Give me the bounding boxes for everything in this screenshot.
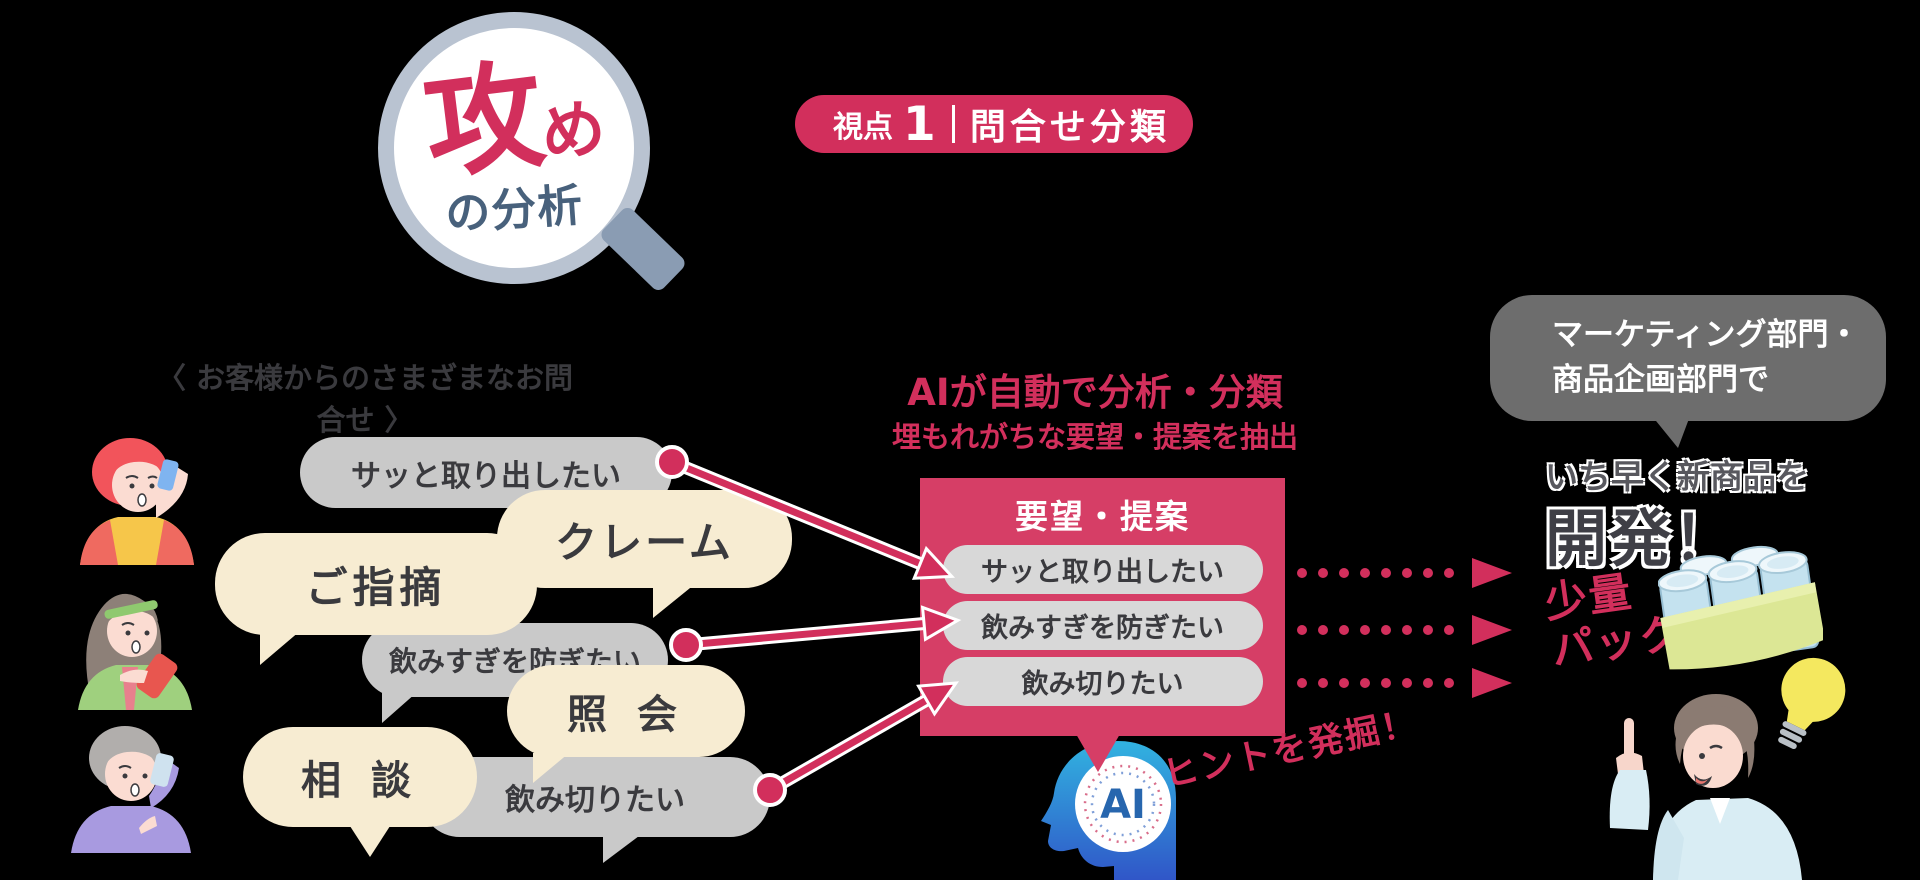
- section-banner: 視点 1 問合せ分類: [795, 95, 1193, 153]
- speech-bubble-consultation: 相 談: [243, 727, 477, 857]
- customers-heading: 〈 お客様からのさまざまなお問合せ 〉: [156, 361, 574, 437]
- product-cans-illustration: [1658, 545, 1823, 670]
- analysis-headline: AIが自動で分析・分類: [907, 371, 1283, 414]
- bubble-text: 相 談: [301, 758, 419, 804]
- department-line1: マーケティング部門・: [1552, 317, 1860, 354]
- department-bubble: マーケティング部門・ 商品企画部門で: [1490, 295, 1886, 421]
- analysis-pill: 飲み切りたい: [942, 657, 1263, 706]
- magnifier-word-small: め: [536, 91, 610, 173]
- outcome-lead-text: いち早く新商品を: [1545, 457, 1809, 496]
- analysis-subheadline: 埋もれがちな要望・提案を抽出: [891, 420, 1298, 454]
- analysis-pill: サッと取り出したい: [942, 545, 1263, 594]
- dotted-arrow-1: [1297, 558, 1512, 588]
- bubble-tail: [382, 693, 416, 723]
- arrow-prevent-overdrink: [669, 605, 962, 662]
- planner-illustration: [1609, 694, 1802, 880]
- magnifier-word-sub: の分析: [443, 177, 585, 241]
- magnifier-main-word: 攻 め: [417, 45, 610, 197]
- analysis-box-tail: [1076, 734, 1120, 772]
- analysis-result-box: 要望・提案 サッと取り出したい 飲みすぎを防ぎたい 飲み切りたい: [920, 478, 1285, 736]
- speech-bubble-claim: クレーム: [497, 490, 792, 618]
- analysis-pill: 飲みすぎを防ぎたい: [942, 601, 1263, 650]
- customer-woman-app-illustration: [78, 593, 192, 710]
- ai-label: AI: [1100, 782, 1146, 828]
- analysis-box-title: 要望・提案: [1015, 497, 1190, 536]
- bubble-text: クレーム: [555, 517, 734, 567]
- speech-bubble-inquiry: 照 会: [507, 665, 745, 783]
- bubble-text: 飲み切りたい: [505, 783, 685, 818]
- bubble-text: サッと取り出したい: [351, 458, 621, 494]
- dotted-arrow-2: [1297, 615, 1512, 645]
- department-line2: 商品企画部門で: [1552, 362, 1769, 398]
- department-bubble-tail: [1652, 416, 1690, 448]
- bubble-text: 照 会: [567, 692, 685, 738]
- magnifier-word-large: 攻: [417, 45, 552, 197]
- speech-bubble-finish-drink: 飲み切りたい: [420, 757, 770, 863]
- bubble-text: ご指摘: [305, 562, 447, 612]
- bubble-tail: [533, 753, 569, 783]
- banner-number: 1: [903, 96, 936, 152]
- bubble-tail: [653, 584, 695, 618]
- customer-man-phone-illustration: [71, 726, 191, 853]
- banner-divider: [951, 105, 955, 143]
- lightbulb-icon: [1778, 657, 1846, 750]
- banner-label: 視点: [833, 110, 893, 145]
- bubble-tail: [260, 631, 300, 665]
- speech-bubble-feedback: ご指摘: [215, 533, 537, 665]
- customer-woman-phone-illustration: [80, 438, 194, 565]
- bubble-tail: [348, 823, 392, 857]
- banner-title: 問合せ分類: [969, 107, 1170, 148]
- ai-head-icon: AI: [1041, 741, 1176, 880]
- bubble-tail: [603, 833, 643, 863]
- dotted-arrow-3: [1297, 668, 1512, 698]
